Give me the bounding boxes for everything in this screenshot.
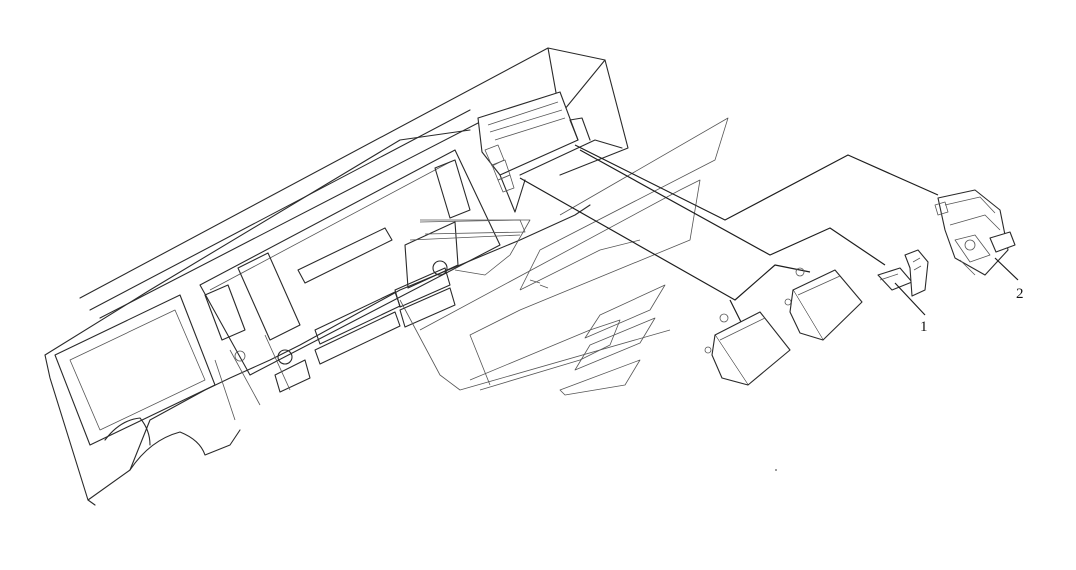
switch-assembly-part-2 (934, 189, 1016, 276)
callout-label-2: 2 (1016, 286, 1024, 302)
callout-2: 2 (994, 257, 1024, 302)
air-duct-outline (399, 117, 729, 396)
leader-line-2 (994, 257, 1019, 281)
relay-box-right (784, 267, 863, 341)
dashboard-assembly (44, 47, 629, 506)
relay-box-left (704, 311, 791, 386)
stray-dot (775, 469, 777, 471)
bracket-part-1 (877, 249, 929, 297)
callout-1: 1 (894, 282, 928, 335)
wiring-harness (519, 144, 939, 331)
leader-line-1 (894, 282, 926, 316)
callout-label-1: 1 (920, 319, 928, 335)
